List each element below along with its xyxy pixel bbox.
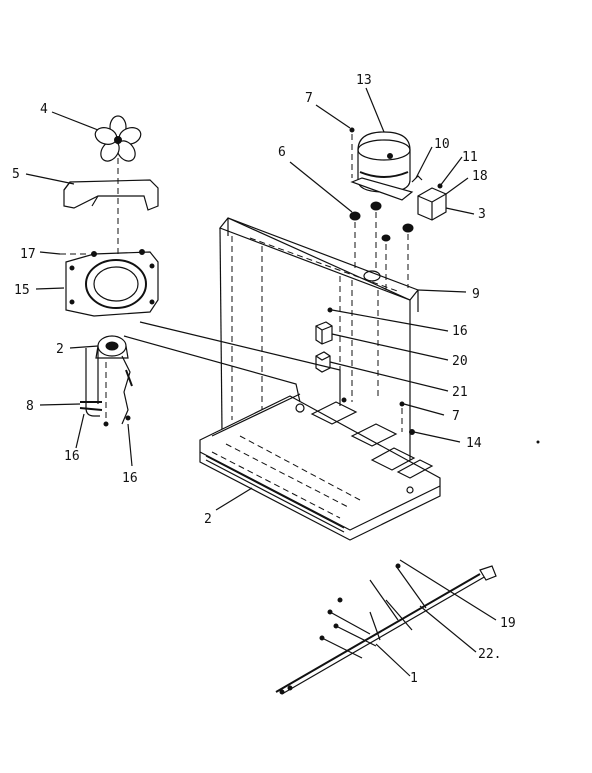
- switch-block: [315, 351, 331, 373]
- callout-8: 8: [26, 399, 34, 414]
- base-screws: [341, 397, 415, 435]
- callout-11: 11: [462, 150, 478, 165]
- callout-7-top: 7: [305, 91, 313, 106]
- compressor: [350, 131, 414, 201]
- callout-16-mid: 16: [452, 324, 468, 339]
- fan-wire-route: [123, 321, 341, 406]
- wire-harness: [275, 563, 497, 695]
- callout-4: 4: [40, 102, 48, 117]
- leader-lines: [25, 87, 497, 677]
- callout-2-base: 2: [204, 512, 212, 527]
- callout-16-right: 16: [122, 471, 138, 486]
- drain-tube: [79, 348, 103, 417]
- relay: [417, 183, 447, 221]
- callout-1: 1: [410, 671, 418, 686]
- callout-15: 15: [14, 283, 30, 298]
- base-pan-louvres: [205, 435, 361, 533]
- callout-22: 22.: [478, 647, 501, 662]
- screw-16-left: [103, 362, 109, 427]
- callout-6: 6: [278, 145, 286, 160]
- callout-10: 10: [434, 137, 450, 152]
- fan-motor-assembly: [65, 251, 159, 317]
- clip: [411, 175, 423, 183]
- compressor-mount-lines: [354, 212, 409, 292]
- callout-labels: 4 5 17 15 2 8 16 16 2 7 13 6 10 11 18 3 …: [12, 73, 516, 686]
- grommets: [349, 201, 414, 242]
- base-pan: [199, 393, 441, 541]
- screw-16-mid: [327, 307, 333, 313]
- callout-13: 13: [356, 73, 372, 88]
- callout-19: 19: [500, 616, 516, 631]
- callout-7-base: 7: [452, 409, 460, 424]
- screw-17: [60, 249, 145, 257]
- stray-dot: [536, 440, 540, 444]
- fan-shroud: [63, 179, 159, 211]
- callout-14: 14: [466, 436, 482, 451]
- callout-9: 9: [472, 287, 480, 302]
- callout-16-left: 16: [64, 449, 80, 464]
- motor-lead-wire: [121, 355, 133, 425]
- cabinet-back-panel: [219, 217, 419, 460]
- capacitor: [315, 321, 333, 345]
- callout-18: 18: [472, 169, 488, 184]
- callout-3: 3: [478, 207, 486, 222]
- callout-2-left: 2: [56, 342, 64, 357]
- callout-20: 20: [452, 354, 468, 369]
- callout-5: 5: [12, 167, 20, 182]
- fan-blade: [94, 115, 142, 162]
- callout-21: 21: [452, 385, 468, 400]
- fan-motor: [95, 335, 129, 359]
- callout-17: 17: [20, 247, 36, 262]
- compressor-bolt: [349, 127, 355, 178]
